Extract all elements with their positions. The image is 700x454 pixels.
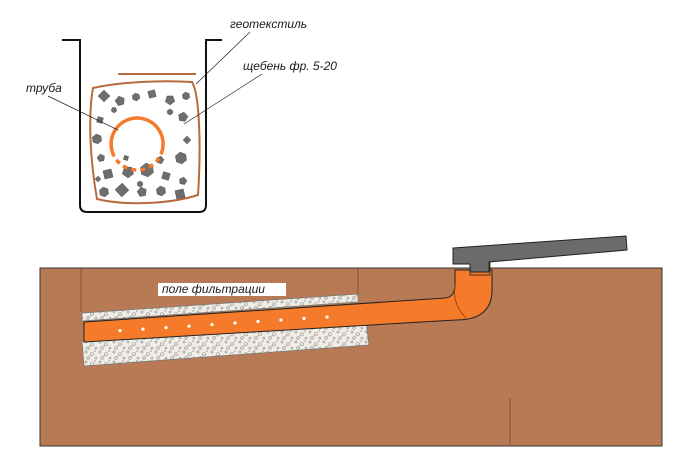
drain-pipe bbox=[83, 269, 493, 343]
perforation-hole bbox=[118, 329, 122, 333]
gravel-stone bbox=[165, 95, 176, 106]
perforation-hole bbox=[141, 327, 145, 331]
gravel-stone bbox=[110, 107, 118, 114]
gravel-stones bbox=[92, 89, 192, 200]
gravel-stone bbox=[182, 91, 190, 101]
gravel-stone bbox=[102, 168, 114, 180]
gravel-stone bbox=[174, 188, 186, 200]
label-gravel: щебень фр. 5-20 bbox=[243, 59, 337, 73]
gravel-layer-upper bbox=[81, 293, 359, 322]
perforation-hole bbox=[279, 318, 283, 322]
trench-cross-section bbox=[62, 39, 222, 213]
gravel-stone bbox=[97, 89, 111, 103]
perforation-hole bbox=[187, 324, 191, 328]
trench-walls bbox=[62, 39, 222, 213]
pipe-ring-perforated bbox=[110, 151, 164, 172]
outflow-cap bbox=[452, 235, 628, 273]
pipe-ring-solid bbox=[109, 116, 165, 154]
label-box-filtration-field bbox=[158, 283, 286, 296]
perforation-hole bbox=[233, 321, 237, 325]
perforation-hole bbox=[325, 315, 329, 319]
pipe-bend-seam bbox=[454, 284, 467, 319]
gravel-stone bbox=[96, 153, 105, 162]
gravel-stone bbox=[92, 133, 102, 145]
gravel-stone bbox=[178, 111, 189, 122]
gravel-stone bbox=[99, 186, 109, 198]
gravel-stone bbox=[136, 180, 144, 188]
gravel-stone bbox=[161, 171, 171, 181]
gravel-stone bbox=[156, 185, 166, 197]
gravel-stone bbox=[147, 89, 157, 99]
gravel-stone bbox=[114, 182, 130, 198]
perforation-hole bbox=[210, 323, 214, 327]
perforation-hole bbox=[256, 319, 260, 324]
leader-gravel bbox=[183, 73, 263, 125]
label-geotextile: геотекстиль bbox=[230, 17, 307, 31]
label-pipe: труба bbox=[26, 81, 62, 95]
gravel-stone bbox=[94, 175, 102, 183]
leader-pipe bbox=[47, 95, 119, 131]
gravel-stone bbox=[175, 151, 187, 165]
label-filtration-field: поле фильтрации bbox=[162, 282, 265, 296]
gravel-stone bbox=[182, 135, 192, 145]
gravel-stone bbox=[114, 95, 125, 106]
perforation-hole bbox=[164, 326, 168, 330]
gravel-stone bbox=[179, 176, 188, 185]
leader-geotextile bbox=[195, 31, 251, 85]
gravel-stone bbox=[123, 155, 129, 161]
pipe-perforations bbox=[118, 315, 329, 333]
gravel-stone bbox=[136, 186, 147, 197]
gravel-stone bbox=[131, 92, 141, 102]
perforation-hole bbox=[302, 316, 306, 321]
gravel-stone bbox=[166, 108, 174, 116]
